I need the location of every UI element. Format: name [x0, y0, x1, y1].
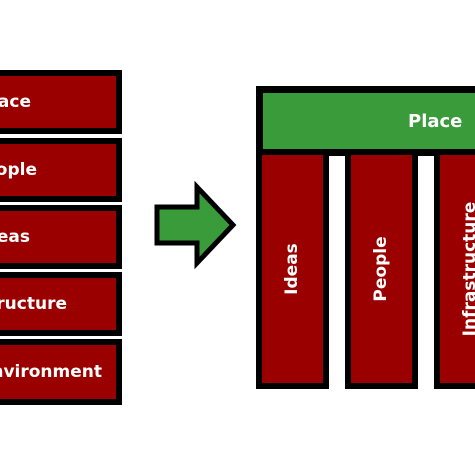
pillar-infrastructure: [434, 149, 475, 389]
pillar-gap: [418, 156, 434, 391]
left-block-infrastructure: Infrastructure: [0, 272, 122, 336]
left-block-label: Environment: [0, 362, 102, 382]
base-gap: [256, 384, 475, 394]
pillar-label-ideas: Ideas: [282, 243, 302, 295]
left-block-environment: Environment: [0, 339, 122, 405]
left-block-place: Place: [0, 70, 122, 134]
left-block-ideas: Ideas: [0, 205, 122, 269]
pillar-people: [345, 149, 418, 389]
left-block-label: Ideas: [0, 227, 30, 247]
left-block-people: People: [0, 138, 122, 202]
roof-place: Place: [256, 86, 475, 156]
left-block-label: People: [0, 160, 37, 180]
roof-label: Place: [408, 110, 463, 132]
left-block-label: Place: [0, 92, 31, 112]
pillar-ideas: [256, 149, 329, 389]
pillar-label-infrastructure: Infrastructure: [460, 201, 475, 337]
pillar-label-people: People: [371, 236, 391, 302]
pillar-gap: [329, 156, 345, 391]
right-arrow-icon: [154, 180, 237, 270]
left-block-label: Infrastructure: [0, 294, 67, 314]
